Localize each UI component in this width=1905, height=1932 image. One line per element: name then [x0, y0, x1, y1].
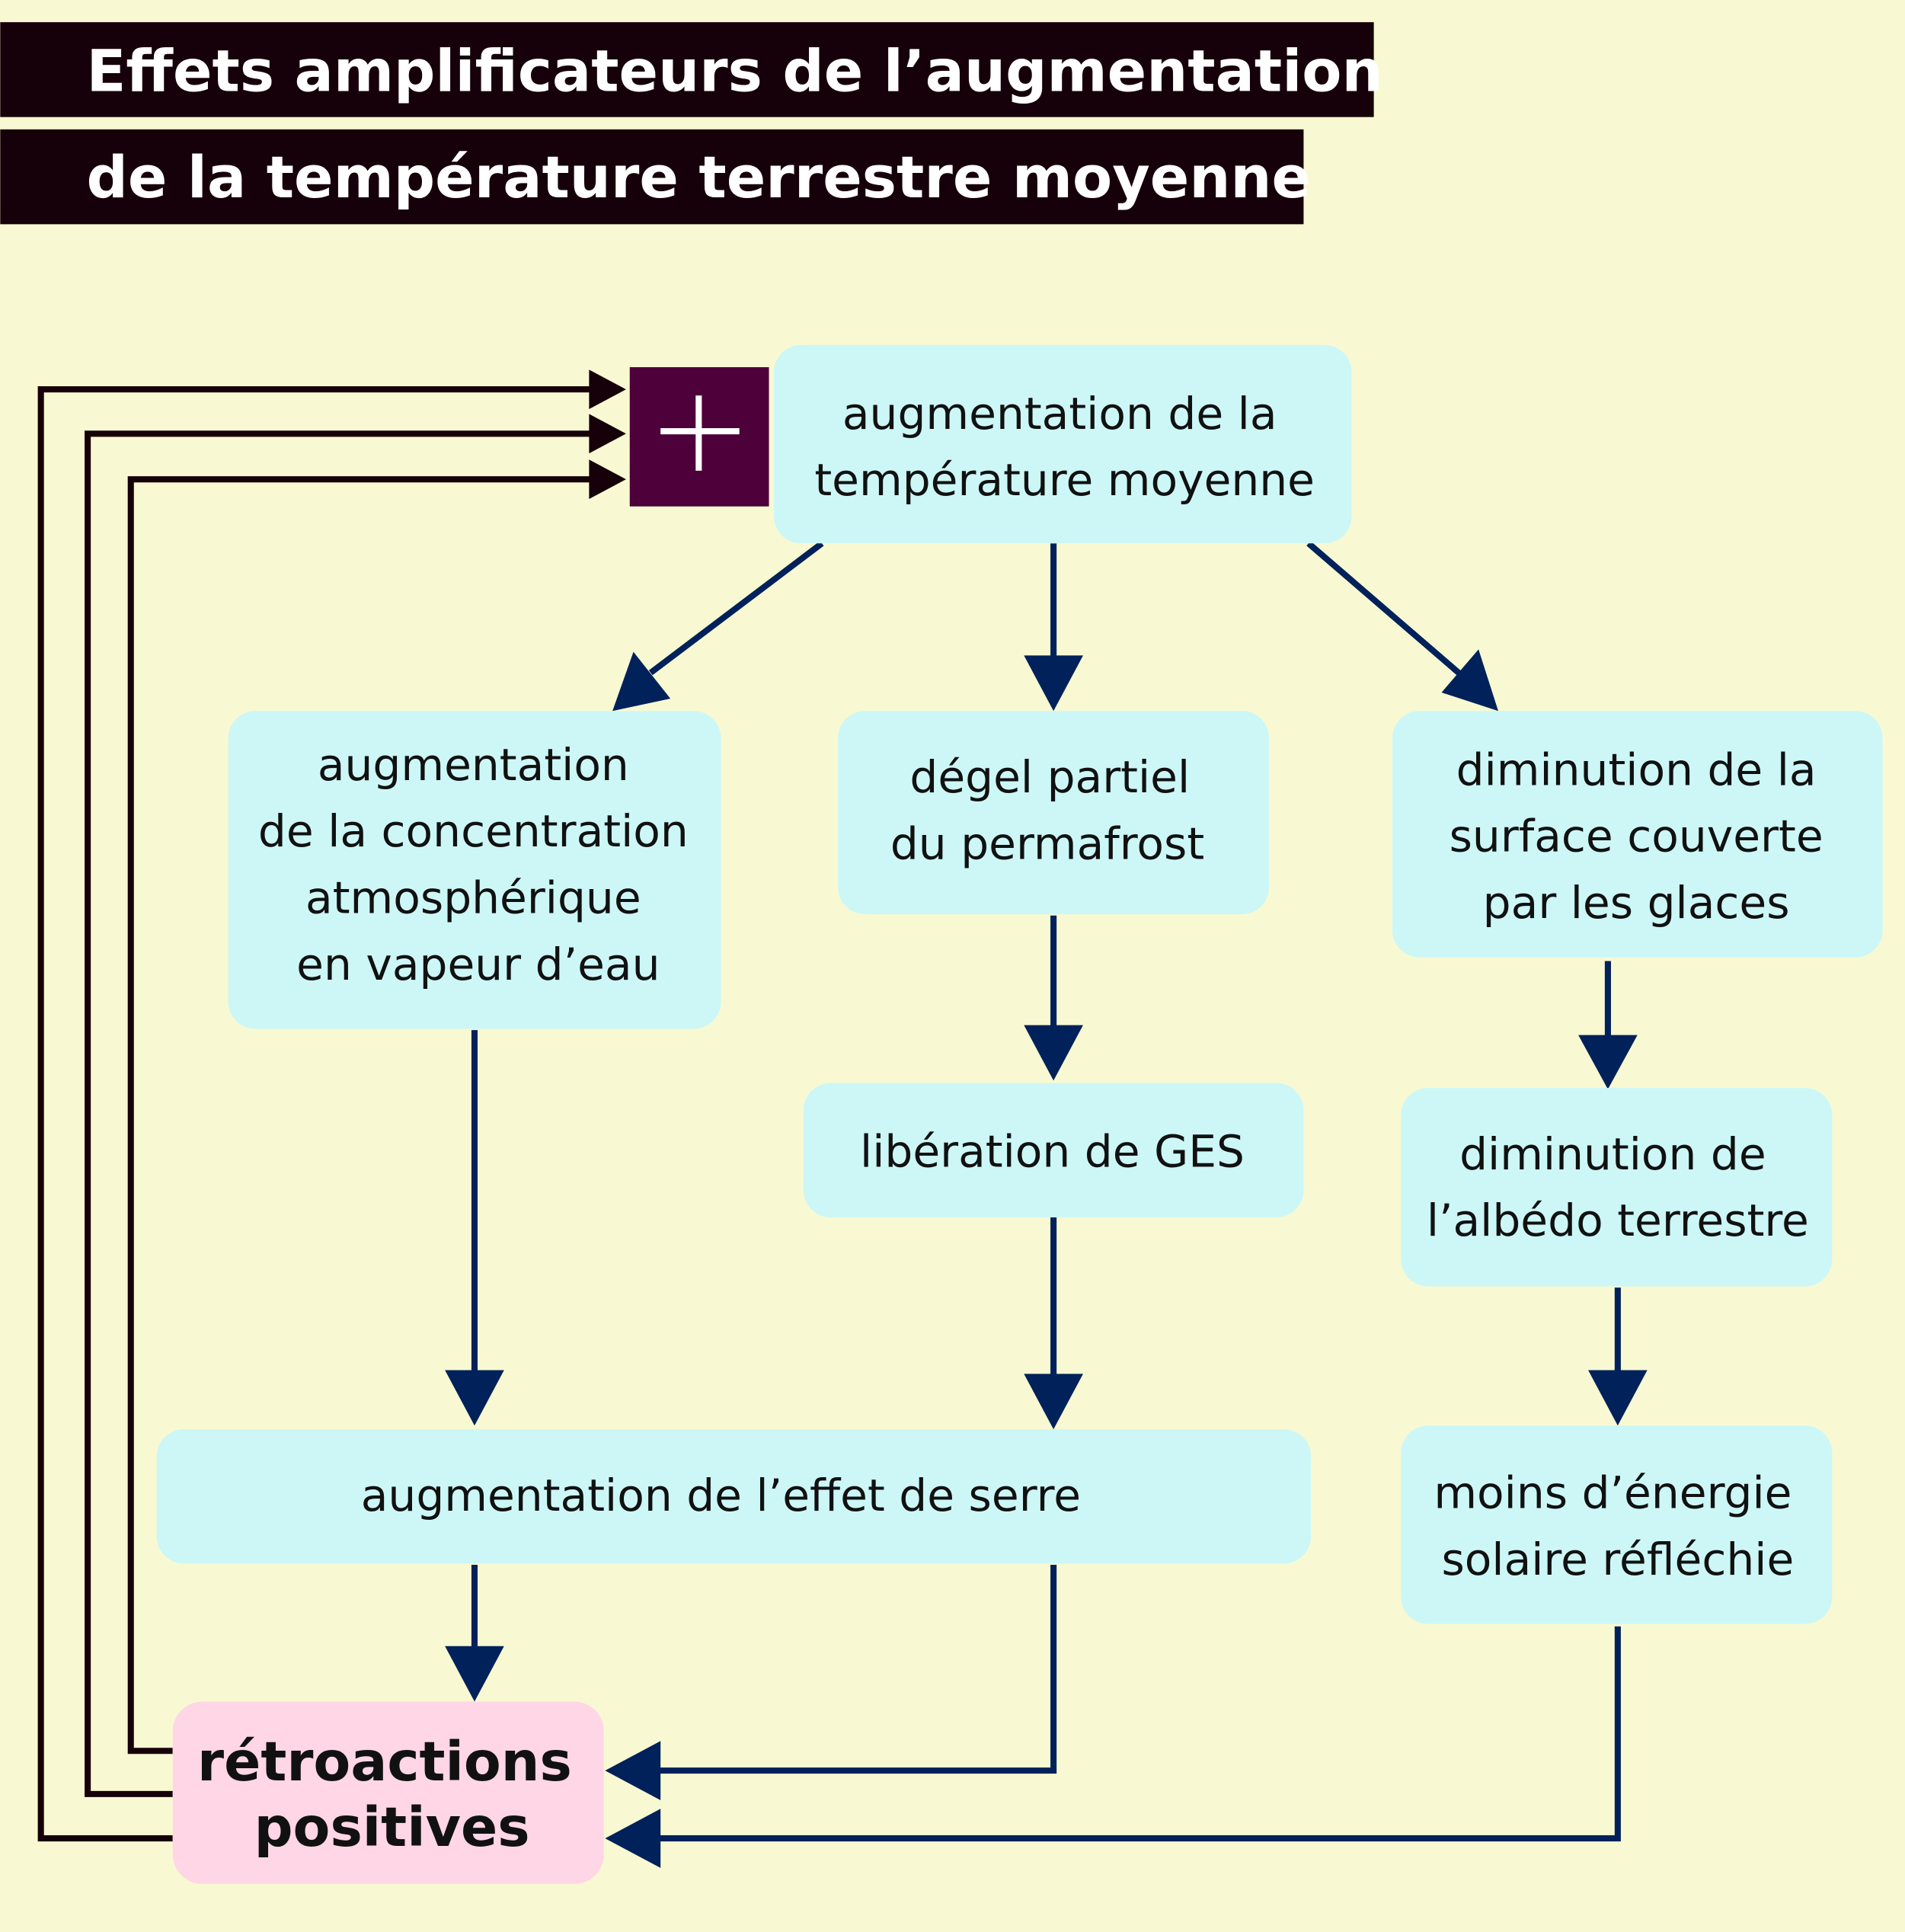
feedback-line-middle — [85, 430, 592, 1797]
arrow-energie-retro — [659, 1626, 1621, 1842]
arrowhead-vapeur — [612, 651, 671, 712]
arrow-temp-vapeur — [648, 541, 824, 676]
title-bar-2 — [0, 129, 1304, 225]
feedback-loops — [37, 386, 592, 1842]
svg-text:rétroactions: rétroactions — [197, 1730, 572, 1793]
svg-text:dégel partiel: dégel partiel — [909, 751, 1190, 803]
svg-text:température moyenne: température moyenne — [814, 454, 1315, 506]
svg-text:atmosphérique: atmosphérique — [305, 872, 641, 923]
node-ges: libération de GES — [803, 1083, 1304, 1217]
svg-text:augmentation de la: augmentation de la — [842, 388, 1277, 440]
arrowhead-retro-top — [445, 1646, 504, 1702]
plus-icon — [660, 395, 740, 471]
svg-text:solaire réfléchie: solaire réfléchie — [1441, 1534, 1794, 1585]
svg-text:du permafrost: du permafrost — [890, 817, 1204, 869]
svg-text:l’albédo terrestre: l’albédo terrestre — [1427, 1195, 1809, 1246]
svg-text:de la concentration: de la concentration — [258, 805, 689, 857]
node-serre: augmentation de l’effet de serre — [156, 1429, 1312, 1564]
svg-text:augmentation: augmentation — [318, 739, 629, 791]
arrowhead-serre-right — [1024, 1374, 1083, 1430]
svg-text:en vapeur d’eau: en vapeur d’eau — [296, 939, 660, 990]
arrowhead-retro-mid — [605, 1741, 661, 1800]
node-permafrost: dégel partiel du permafrost — [838, 711, 1270, 915]
arrowhead-retro-bottom — [605, 1809, 661, 1868]
svg-text:par les glaces: par les glaces — [1483, 877, 1790, 929]
svg-text:diminution de: diminution de — [1459, 1128, 1766, 1180]
svg-text:positives: positives — [254, 1796, 530, 1859]
node-albedo: diminution de l’albédo terrestre — [1401, 1088, 1833, 1287]
arrowhead-glaces — [1441, 649, 1498, 712]
arrowhead-inner — [589, 459, 626, 500]
arrowhead-middle — [589, 414, 626, 454]
arrowhead-serre-left — [445, 1370, 504, 1426]
svg-text:augmentation de l’effet de ser: augmentation de l’effet de serre — [361, 1470, 1081, 1521]
title-line-2: de la température terrestre moyenne — [87, 143, 1312, 211]
title-line-1: Effets amplificateurs de l’augmentation — [87, 37, 1383, 105]
node-retroactions-positives: rétroactions positives — [172, 1701, 604, 1884]
svg-text:surface couverte: surface couverte — [1450, 811, 1823, 862]
arrow-serre-retro-right — [659, 1565, 1057, 1774]
arrowhead-albedo — [1578, 1035, 1638, 1089]
svg-text:moins d’énergie: moins d’énergie — [1434, 1467, 1792, 1519]
svg-text:diminution de la: diminution de la — [1456, 744, 1817, 795]
node-energie: moins d’énergie solaire réfléchie — [1401, 1425, 1833, 1624]
feedback-line-inner — [127, 476, 592, 1754]
arrowhead-permafrost — [1024, 655, 1083, 712]
title-bar-1 — [0, 22, 1374, 117]
node-vapeur: augmentation de la concentration atmosph… — [228, 711, 721, 1029]
arrow-temp-glaces — [1306, 541, 1462, 677]
feedback-line-outer — [37, 386, 592, 1842]
arrowhead-outer — [589, 369, 626, 409]
arrowhead-energie — [1588, 1370, 1648, 1426]
node-temp: augmentation de la température moyenne — [773, 344, 1352, 544]
node-glaces: diminution de la surface couverte par le… — [1392, 711, 1883, 958]
arrowhead-ges — [1024, 1025, 1083, 1081]
svg-text:libération de GES: libération de GES — [860, 1126, 1245, 1178]
